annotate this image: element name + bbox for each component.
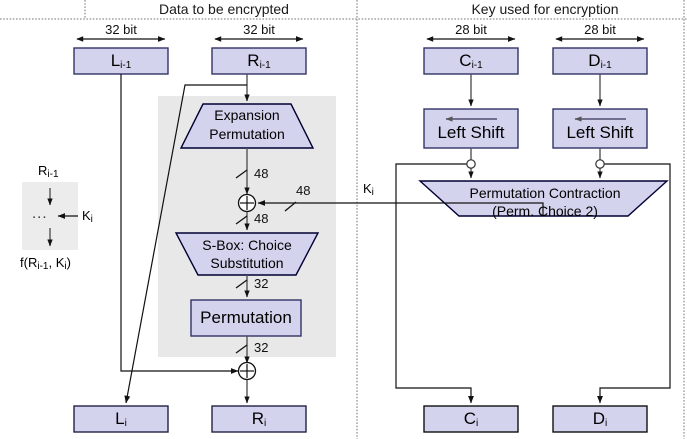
- label-c-next: Ci: [424, 410, 518, 429]
- inset-output-suffix: ): [66, 255, 71, 270]
- inset-label-output: f(Ri-1, Ki): [20, 256, 71, 272]
- box-d-prev: [552, 47, 648, 75]
- label-d-next-sub: i: [605, 418, 608, 429]
- box-r-next: [211, 405, 307, 433]
- shape-permutation-contraction: [418, 180, 669, 217]
- slash-expansion-out: [235, 169, 248, 179]
- label-d-prev-base: D: [588, 51, 601, 70]
- width-label-key-left: 28 bit: [455, 22, 487, 37]
- label-d-prev: Di-1: [553, 52, 647, 71]
- label-r-prev: Ri-1: [212, 52, 306, 71]
- label-r-next-sub: i: [264, 418, 267, 429]
- inset-key-base: K: [82, 208, 91, 223]
- inset-output-sub2: i: [64, 261, 67, 272]
- label-l-next: Li: [74, 410, 168, 429]
- label-sbox-line2: Substitution: [210, 255, 284, 271]
- box-l-next: [73, 405, 169, 433]
- label-c-prev-base: C: [459, 51, 472, 70]
- label-expansion-line2: Permutation: [209, 126, 285, 142]
- label-expansion-line1: Expansion: [214, 107, 280, 123]
- wire-label-key-in: 48: [296, 183, 311, 198]
- label-c-next-sub: i: [476, 418, 479, 429]
- inset-input-base: R: [38, 163, 48, 178]
- label-left-shift-c: Left Shift: [437, 123, 505, 142]
- wire-label-xor-out: 48: [254, 211, 269, 226]
- wire-subkey-to-xor: [257, 200, 544, 216]
- box-r-prev: [211, 47, 307, 75]
- inset-dots: ...: [32, 205, 48, 222]
- inset-output-mid: , K: [48, 255, 65, 270]
- slash-subkey-in: [284, 201, 297, 212]
- wire-label-sbox-out: 32: [254, 276, 269, 291]
- box-d-next: [552, 405, 648, 433]
- label-d-next-base: D: [592, 409, 606, 428]
- label-r-prev-base: R: [247, 51, 260, 70]
- label-permutation: Permutation: [200, 308, 292, 327]
- box-left-shift-d: [552, 108, 648, 149]
- inset-key-sub: i: [90, 214, 93, 225]
- label-sbox-line1: S-Box: Choice: [202, 237, 292, 253]
- wire-label-expansion-out: 48: [254, 166, 269, 181]
- label-l-next-base: L: [115, 409, 125, 428]
- label-subkey-base: K: [363, 181, 372, 196]
- inset-output-sub1: i-1: [37, 261, 49, 272]
- label-l-prev-sub: i-1: [120, 60, 132, 71]
- inset-label-input: Ri-1: [38, 164, 59, 180]
- junction-dot-c: [466, 159, 476, 169]
- box-permutation: [190, 299, 302, 337]
- label-subkey-ki: Ki: [363, 182, 374, 198]
- label-contraction-line2: (Perm. Choice 2): [492, 203, 598, 219]
- wire-rprev-cross-to-lnext: [124, 84, 247, 404]
- wire-c-bypass-to-cnext: [395, 163, 475, 404]
- slash-xor-out: [235, 215, 248, 225]
- shape-expansion-permutation: [179, 103, 315, 149]
- label-left-shift-d: Left Shift: [566, 123, 634, 142]
- shape-sbox: [174, 232, 320, 276]
- header-key: Key used for encryption: [471, 1, 619, 17]
- label-l-prev-base: L: [110, 51, 121, 70]
- slash-sbox-out: [235, 279, 248, 289]
- wire-lprev-to-xor: [120, 74, 239, 374]
- label-r-next: Ri: [212, 410, 306, 429]
- junction-dot-d: [595, 159, 605, 169]
- header-data: Data to be encrypted: [159, 1, 289, 17]
- box-l-prev: [73, 47, 169, 75]
- label-c-next-base: C: [463, 409, 477, 428]
- label-c-prev-sub: i-1: [471, 60, 483, 71]
- width-label-key-right: 28 bit: [584, 22, 616, 37]
- label-c-prev: Ci-1: [424, 52, 518, 71]
- wire-label-perm-out: 32: [254, 340, 269, 355]
- label-subkey-sub: i: [371, 187, 374, 198]
- box-c-next: [423, 405, 519, 433]
- width-label-data-right: 32 bit: [243, 22, 275, 37]
- label-d-next: Di: [553, 410, 647, 429]
- width-label-data-left: 32 bit: [105, 22, 137, 37]
- label-r-prev-sub: i-1: [259, 60, 271, 71]
- box-left-shift-c: [423, 108, 519, 149]
- inset-output-prefix: f(R: [20, 255, 38, 270]
- label-r-next-base: R: [251, 409, 265, 428]
- box-c-prev: [423, 47, 519, 75]
- inset-label-key: Ki: [82, 209, 93, 225]
- slash-perm-out: [235, 344, 248, 354]
- inset-input-sub: i-1: [47, 169, 59, 180]
- label-d-prev-sub: i-1: [600, 60, 612, 71]
- wire-d-bypass-to-dnext: [597, 163, 671, 404]
- label-l-next-sub: i: [124, 418, 127, 429]
- label-contraction-line1: Permutation Contraction: [469, 185, 621, 201]
- label-l-prev: Li-1: [74, 52, 168, 71]
